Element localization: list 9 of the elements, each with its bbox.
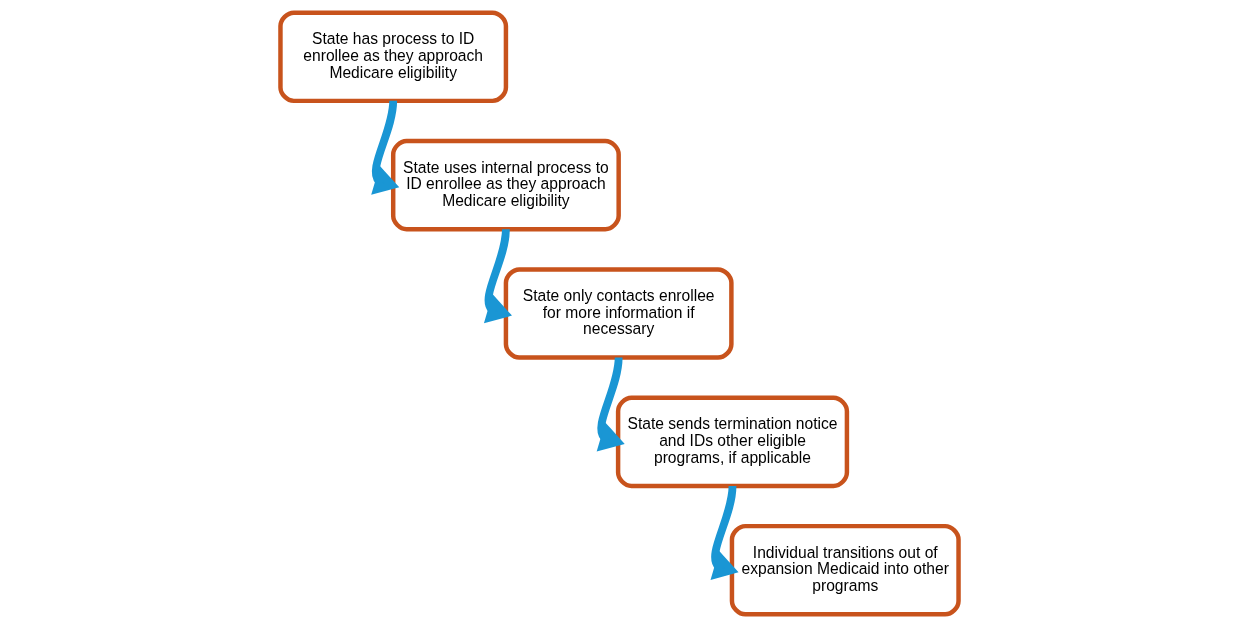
node-box: State sends termination notice and IDs other eligible programs, if applicable [615, 395, 850, 489]
arrow [483, 229, 512, 324]
arrow [596, 357, 625, 452]
arrow [710, 485, 739, 580]
arrow [371, 100, 400, 195]
node-box: State has process to ID enrollee as they approach Medicare eligibility [278, 10, 509, 104]
node-box: State uses internal process to ID enrollee as they approach Medicare eligibility [390, 138, 621, 232]
node-box: State only contacts enrollee for more information if necessary [503, 267, 734, 360]
node-box: Individual transitions out of expansion Medicaid into other programs [729, 523, 961, 617]
